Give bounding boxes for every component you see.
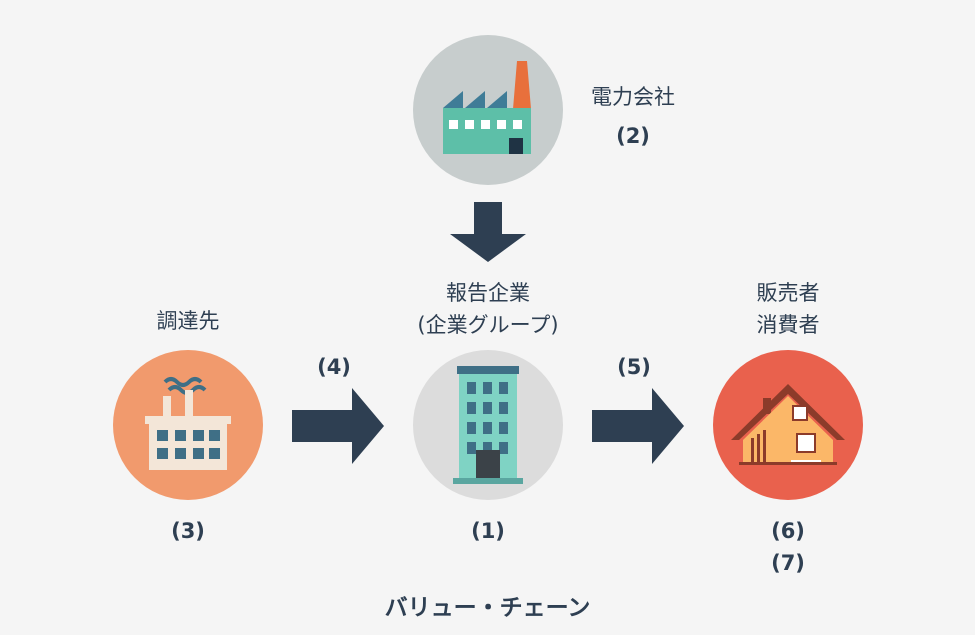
power-company-number: (2) [616,124,650,148]
power-company-node [413,35,563,185]
arrow-5-label: (5) [617,355,651,379]
seller-consumer-node [713,350,863,500]
consumer-number: (7) [771,551,805,575]
seller-label: 販売者 [756,281,820,305]
right-arrow-4 [292,388,384,464]
plant-icon [145,377,231,470]
house-icon [731,384,845,465]
factory-icon [443,61,531,154]
reporting-company-label: 報告企業 [446,281,530,305]
right-arrow-5 [592,388,684,464]
supplier-number: (3) [171,519,205,543]
reporting-company-sublabel: (企業グループ) [417,313,559,337]
supplier-node [113,350,263,500]
reporting-company-node [413,350,563,500]
value-chain-title: バリュー・チェーン [384,595,591,621]
seller-number: (6) [771,519,805,543]
consumer-label: 消費者 [756,313,820,337]
office-building-icon [453,366,523,484]
power-company-label: 電力会社 [591,85,675,109]
supplier-label: 調達先 [156,309,220,333]
arrow-4-label: (4) [317,355,351,379]
reporting-company-number: (1) [471,519,505,543]
down-arrow [450,202,526,262]
